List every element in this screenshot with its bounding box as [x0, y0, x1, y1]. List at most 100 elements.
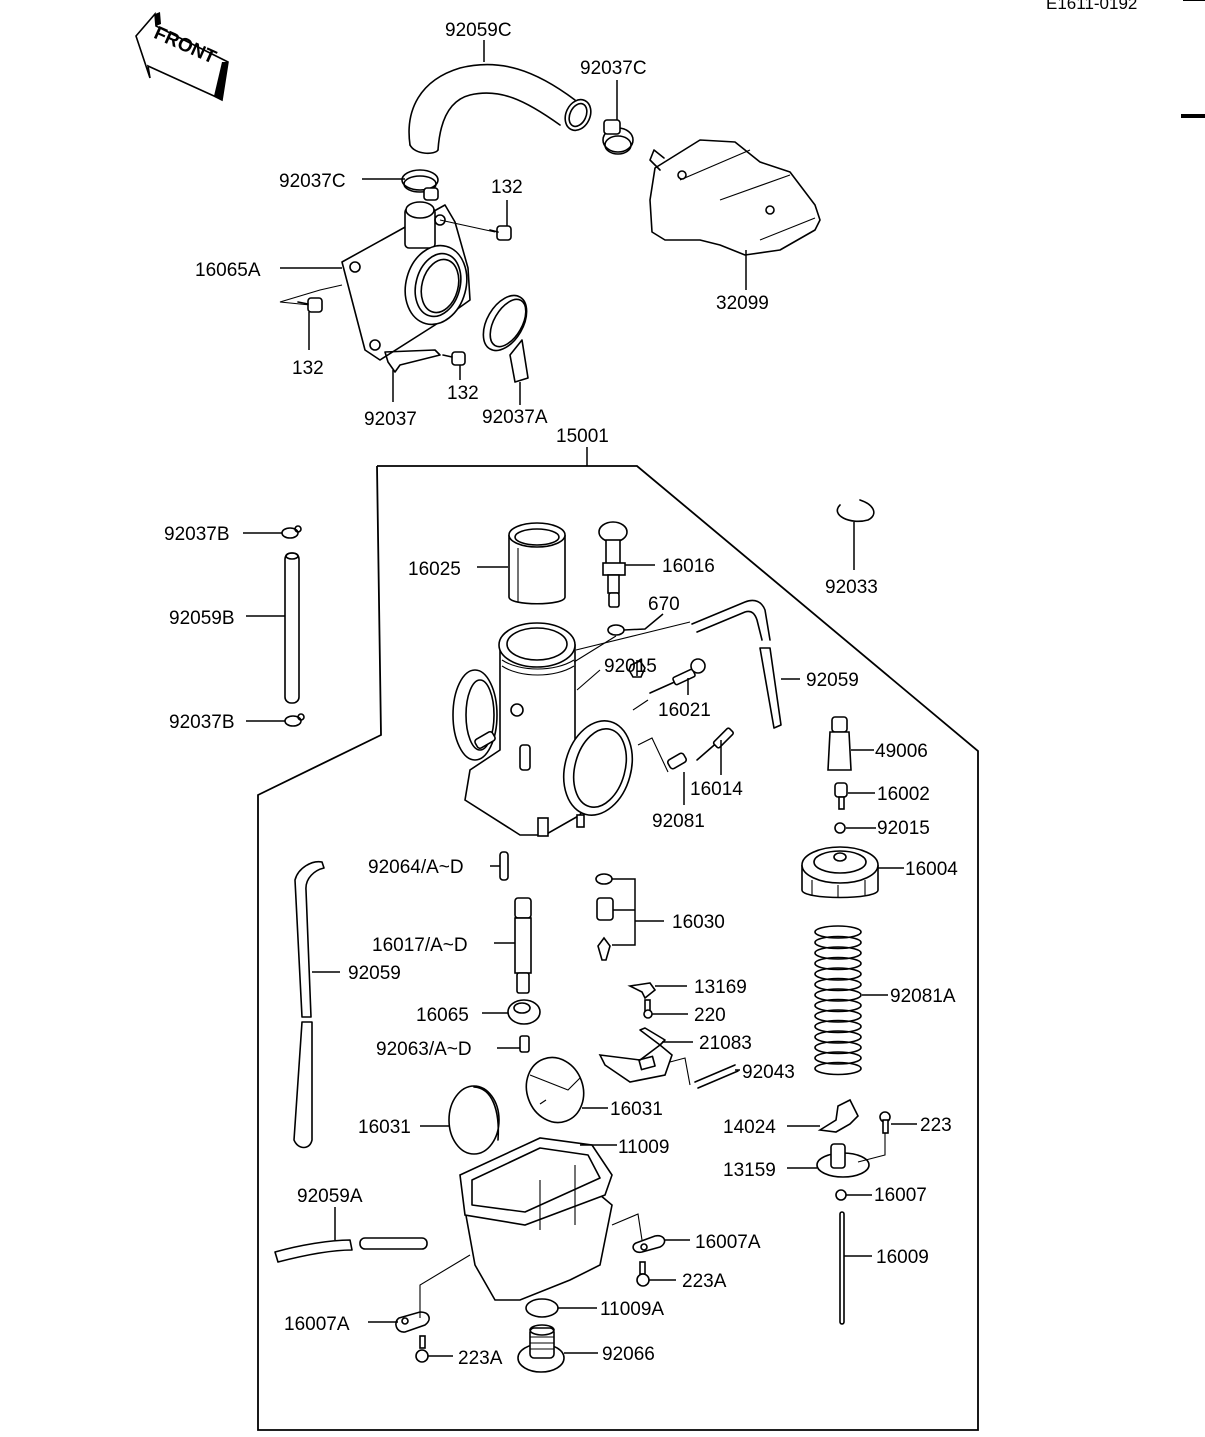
- label-16031-left: 16031: [358, 1117, 411, 1138]
- part-16031-float-right: [525, 1056, 585, 1124]
- part-92081-spring: [637, 737, 687, 773]
- label-92015-b: 92015: [877, 818, 930, 839]
- spring-coil: [814, 1040, 862, 1055]
- label-13169: 13169: [694, 977, 747, 998]
- spring-coil: [814, 935, 862, 950]
- spring-coil: [814, 1019, 862, 1034]
- part-92059-hose-left: [293, 860, 325, 1149]
- label-92037A: 92037A: [482, 407, 548, 428]
- part-16007-clip: [835, 1189, 847, 1201]
- label-16007A-left: 16007A: [284, 1314, 350, 1335]
- label-92037C-top: 92037C: [580, 58, 647, 79]
- part-92037B-clip-top: [281, 525, 302, 539]
- part-92059C-hose: [408, 63, 592, 155]
- part-92064-pilot-jet: [499, 851, 509, 881]
- label-16002: 16002: [877, 784, 930, 805]
- label-16007: 16007: [874, 1185, 927, 1206]
- part-16021-air-screw: [632, 658, 706, 711]
- label-16016: 16016: [662, 556, 715, 577]
- label-92066: 92066: [602, 1344, 655, 1365]
- label-670: 670: [648, 594, 680, 615]
- part-16017-needle-jet: [514, 897, 532, 994]
- label-11009: 11009: [618, 1137, 669, 1158]
- label-92081: 92081: [652, 811, 705, 832]
- label-16017: 16017/A~D: [372, 935, 468, 956]
- label-16030: 16030: [672, 912, 725, 933]
- part-223A-screw-right: [636, 1261, 650, 1287]
- assembly-outline-15001: [257, 465, 979, 1431]
- document-code: E1611-0192: [1046, 0, 1137, 13]
- part-132-bolt-a: [439, 219, 512, 241]
- label-16014: 16014: [690, 779, 743, 800]
- part-223-screw: [879, 1111, 891, 1134]
- spring-coil: [814, 998, 862, 1013]
- spring-coil: [814, 988, 862, 1002]
- label-92059C: 92059C: [445, 20, 512, 41]
- part-21083-float-arm: [598, 1027, 673, 1083]
- label-15001: 15001: [556, 426, 609, 447]
- part-92015-nut-b: [834, 822, 846, 834]
- part-92037A-band-clamp: [482, 294, 529, 383]
- label-11009A: 11009A: [600, 1299, 664, 1320]
- part-49006-cap: [827, 716, 852, 771]
- part-92081A-spring: [814, 925, 862, 1076]
- label-32099: 32099: [716, 293, 769, 314]
- label-92059-left: 92059: [348, 963, 401, 984]
- label-92059A: 92059A: [297, 1186, 363, 1207]
- part-92033-clip: [836, 499, 875, 523]
- part-16065A-holder: [341, 201, 471, 361]
- label-16007A-right: 16007A: [695, 1232, 761, 1253]
- label-92037B-top: 92037B: [164, 524, 230, 545]
- label-92081A: 92081A: [890, 986, 956, 1007]
- label-92063: 92063/A~D: [376, 1039, 472, 1060]
- label-92037C-left: 92037C: [279, 171, 346, 192]
- label-92064: 92064/A~D: [368, 857, 464, 878]
- label-16004: 16004: [905, 859, 958, 880]
- label-132-c: 132: [447, 383, 479, 404]
- part-carburetor-body: [452, 622, 634, 837]
- label-92033: 92033: [825, 577, 878, 598]
- label-223A-left: 223A: [458, 1348, 503, 1369]
- part-92059A-hoses: [274, 1237, 428, 1263]
- part-92059-vent-hose-right: [691, 599, 782, 729]
- label-92037: 92037: [364, 409, 417, 430]
- part-14024-holder: [817, 1098, 859, 1133]
- part-92063-main-jet: [519, 1035, 530, 1053]
- label-132-a: 132: [491, 177, 523, 198]
- label-16065: 16065: [416, 1005, 469, 1026]
- label-223: 223: [920, 1115, 952, 1136]
- label-16031-right: 16031: [610, 1099, 663, 1120]
- part-16030-float-valve: [595, 873, 664, 961]
- front-arrow-icon: FRONT: [135, 12, 229, 102]
- part-92037C-clamp-left: [401, 169, 439, 201]
- label-92059-right: 92059: [806, 670, 859, 691]
- part-220-screw: [643, 999, 653, 1019]
- part-16004-top-cap: [801, 846, 879, 899]
- spring-coil: [814, 977, 862, 992]
- spring-coil: [814, 1030, 862, 1044]
- part-16031-float-left: [448, 1085, 500, 1155]
- part-92059B-tube: [284, 552, 300, 704]
- part-16002-adjuster: [834, 782, 848, 810]
- part-11009A-o-ring: [525, 1298, 559, 1318]
- label-16025: 16025: [408, 559, 461, 580]
- spring-coil: [814, 967, 862, 981]
- part-16025-throttle-slide: [508, 522, 566, 605]
- part-16007A-bracket-right: [611, 1213, 666, 1254]
- spring-coil: [814, 956, 862, 971]
- label-92015-a: 92015: [604, 656, 657, 677]
- label-92037B-bottom: 92037B: [169, 712, 235, 733]
- part-13169-plate: [627, 982, 657, 1000]
- label-49006: 49006: [875, 741, 928, 762]
- label-132-b: 132: [292, 358, 324, 379]
- label-21083: 21083: [699, 1033, 752, 1054]
- part-92066-drain-plug: [517, 1324, 565, 1373]
- label-13159: 13159: [723, 1160, 776, 1181]
- part-13159-plate: [816, 1133, 886, 1178]
- part-132-bolt-b: [279, 284, 343, 313]
- spring-coil: [814, 1009, 862, 1023]
- part-92037C-clamp-right: [602, 119, 634, 155]
- part-92037-bracket: [384, 349, 466, 373]
- spring-coil: [814, 1051, 862, 1065]
